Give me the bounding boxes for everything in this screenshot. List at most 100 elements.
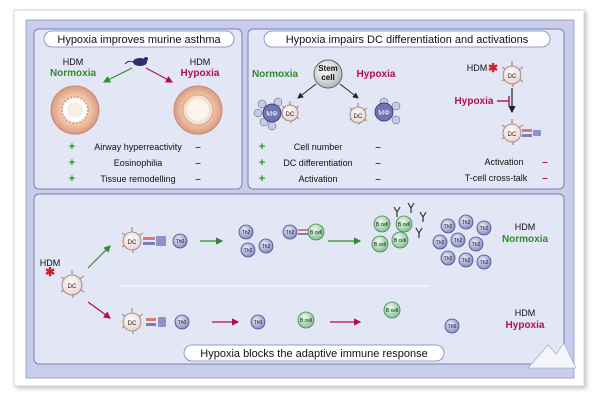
mountain-logo-icon [527, 342, 577, 369]
th2-cell: Th2 [468, 236, 484, 252]
stem-cell: Stem cell [313, 59, 343, 89]
svg-text:Th0: Th0 [254, 320, 263, 326]
panel-title: Hypoxia impairs DC differentiation and a… [286, 34, 529, 46]
b-cell: B cell [307, 223, 325, 241]
effect-label: Eosinophilia [114, 158, 163, 168]
svg-text:Th0: Th0 [178, 320, 187, 326]
arrow-to-normoxia [102, 67, 133, 83]
hypoxia-label: Hypoxia [181, 68, 220, 79]
svg-text:MΦ: MΦ [266, 111, 278, 118]
th2-cell: Th2 [476, 220, 492, 236]
dendritic-cell-activated: DC [501, 61, 524, 88]
th0-cell: Th0 [174, 314, 190, 330]
b-cell: B cell [373, 215, 391, 233]
arrow-to-hypoxia [145, 67, 174, 83]
airway-normoxia-image [50, 85, 100, 135]
hypoxia-pathway: DC Th0 Th0 B cell B cell [121, 301, 545, 335]
svg-text:Th2: Th2 [242, 230, 251, 236]
svg-text:Th2: Th2 [286, 230, 295, 236]
svg-text:DC: DC [354, 114, 363, 120]
arrow-stem-to-hypoxia [339, 83, 359, 99]
th2-cell-cluster: Th2 Th2 Th2 Th2 Th2 Th2 Th2 Th2 Th2 [432, 214, 492, 270]
effect-label: DC differentiation [283, 158, 352, 168]
panel-title-pill [183, 344, 445, 362]
hypoxia-label: Hypoxia [506, 320, 545, 331]
panel-dc-differentiation: Hypoxia impairs DC differentiation and a… [247, 28, 565, 190]
hypoxia-inhibit-label: Hypoxia [455, 96, 494, 107]
dendritic-cell-initial: DC [60, 270, 85, 299]
b-cell: B cell [383, 301, 401, 319]
th2-cell: Th2 [240, 242, 256, 258]
svg-text:DC: DC [128, 240, 137, 246]
svg-text:Th2: Th2 [244, 248, 253, 254]
effect-sign-left: + [69, 173, 75, 185]
effect-sign-left: + [69, 157, 75, 169]
allergen-star-icon: ✱ [488, 61, 498, 75]
svg-text:MΦ: MΦ [378, 110, 390, 117]
th2-cell: Th2 [432, 234, 448, 250]
airway-hypoxia-image [173, 85, 223, 135]
effect-sign-right: – [195, 174, 201, 185]
svg-text:Th2: Th2 [472, 242, 481, 248]
normoxia-label: Normoxia [50, 68, 97, 79]
macrophage [262, 103, 282, 123]
svg-text:Th2: Th2 [436, 240, 445, 246]
th2-cell: Th2 [282, 224, 298, 240]
svg-text:B cell: B cell [398, 222, 410, 228]
panel-hypoxia-asthma: Hypoxia improves murine asthma HDM Normo… [33, 28, 243, 190]
normoxia-hdm-label: HDM [515, 222, 536, 232]
svg-text:Th2: Th2 [480, 226, 489, 232]
arrow-to-hypoxia-path [87, 301, 111, 319]
effects-list-dc: + Cell number – + DC differentiation – +… [259, 141, 381, 185]
effect-label: Activation [298, 174, 337, 184]
svg-text:Stem: Stem [318, 64, 338, 73]
svg-text:Th2: Th2 [480, 260, 489, 266]
svg-text:+: + [259, 157, 265, 169]
svg-text:DC: DC [508, 74, 517, 80]
normoxia-cell-cluster: MΦ DC [253, 97, 300, 131]
panel-title-pill [43, 30, 235, 48]
arrow-to-normoxia-path [87, 245, 111, 269]
svg-text:DC: DC [508, 132, 517, 138]
svg-text:B cell: B cell [310, 230, 322, 236]
effect-sign-left: + [69, 141, 75, 153]
th0-cell: Th0 [172, 233, 188, 249]
svg-text:B cell: B cell [374, 242, 386, 248]
svg-text:Th2: Th2 [444, 224, 453, 230]
svg-text:B cell: B cell [386, 308, 398, 314]
antibody-icons [393, 202, 427, 238]
svg-text:B cell: B cell [376, 222, 388, 228]
hdm-label: HDM [40, 258, 61, 268]
dendritic-cell: DC [121, 308, 166, 335]
hypoxia-hdm-label: HDM [515, 308, 536, 318]
b-cell: B cell [395, 215, 413, 233]
svg-text:+: + [259, 141, 265, 153]
dendritic-cell-mature: DC [501, 119, 541, 146]
panel-adaptive-immune: HDM ✱ DC DC Th0 [33, 193, 577, 369]
svg-text:–: – [542, 173, 548, 184]
arrow-stem-to-normoxia [297, 83, 317, 99]
tcell-crosstalk-label: T-cell cross-talk [465, 173, 528, 183]
th0-cell: Th0 [444, 318, 460, 334]
effect-sign-right: – [195, 142, 201, 153]
svg-text:DC: DC [68, 284, 77, 290]
macrophage [374, 102, 394, 122]
svg-text:DC: DC [128, 321, 137, 327]
effect-label: Airway hyperreactivity [94, 142, 182, 152]
normoxia-label: Normoxia [502, 234, 549, 245]
b-cell: B cell [371, 235, 389, 253]
effects-list-asthma: + Airway hyperreactivity – + Eosinophili… [69, 141, 201, 185]
svg-text:+: + [259, 173, 265, 185]
effect-sign-right: – [195, 158, 201, 169]
mouse-icon [124, 57, 148, 66]
svg-text:Th0: Th0 [176, 239, 185, 245]
hypoxia-label: Hypoxia [357, 69, 396, 80]
svg-text:cell: cell [321, 73, 334, 82]
th2-cell: Th2 [238, 224, 254, 240]
svg-text:Th2: Th2 [454, 238, 463, 244]
hdm-label: HDM [467, 63, 488, 73]
th2-cell: Th2 [458, 214, 474, 230]
hdm-label-left: HDM [63, 57, 84, 67]
hypoxia-cell-cluster: DC MΦ [349, 97, 401, 126]
